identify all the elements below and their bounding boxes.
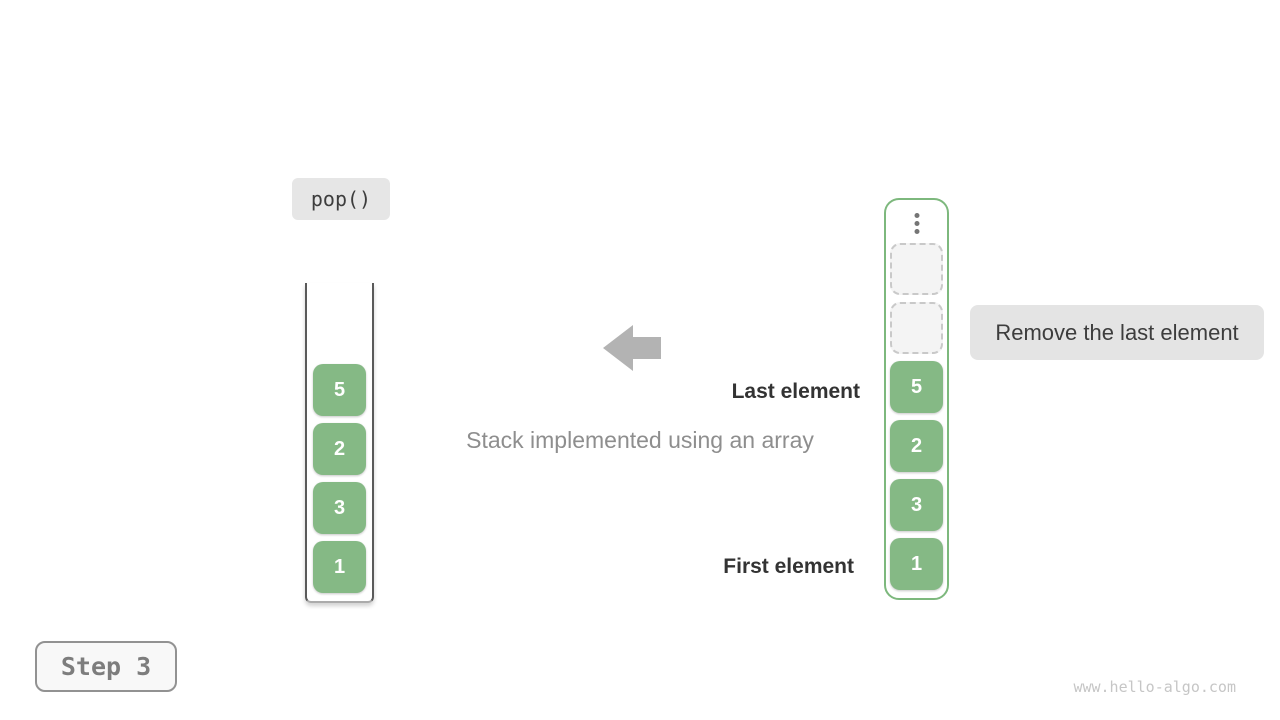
empty-slot <box>890 243 943 295</box>
left-arrow-icon <box>603 325 661 371</box>
array-cell: 1 <box>890 538 943 590</box>
vertical-ellipsis-icon <box>914 213 919 234</box>
last-element-label: Last element <box>731 380 860 403</box>
first-element-label: First element <box>723 555 854 578</box>
stack-cell: 1 <box>313 541 366 593</box>
stack-cell: 2 <box>313 423 366 475</box>
step-badge: Step 3 <box>35 641 177 692</box>
operation-label: pop() <box>292 178 390 220</box>
action-label: Remove the last element <box>970 305 1264 360</box>
stack-cell: 3 <box>313 482 366 534</box>
array-cell: 2 <box>890 420 943 472</box>
watermark: www.hello-algo.com <box>1073 678 1236 696</box>
array-cell: 5 <box>890 361 943 413</box>
stack-cell: 5 <box>313 364 366 416</box>
array-cell: 3 <box>890 479 943 531</box>
diagram-caption: Stack implemented using an array <box>466 427 814 453</box>
stack-view: 5 2 3 1 <box>305 283 374 603</box>
array-view: 5 2 3 1 <box>884 198 949 600</box>
empty-slot <box>890 302 943 354</box>
